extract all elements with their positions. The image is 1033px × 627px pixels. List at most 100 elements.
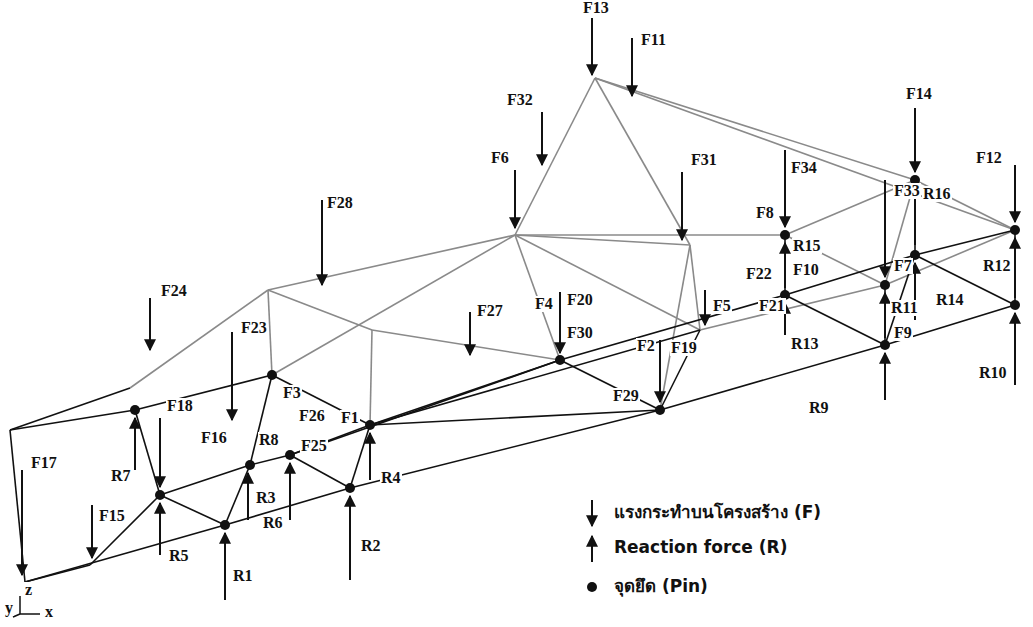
force-label: F4 [534, 296, 554, 312]
force-label: F24 [160, 283, 188, 299]
lower-frame-members [560, 360, 660, 410]
force-label: F11 [640, 32, 667, 48]
force-label: F20 [566, 292, 594, 308]
force-label: R9 [808, 400, 830, 416]
pin-joints [1010, 225, 1020, 235]
force-arrows [704, 290, 706, 325]
force-arrows [321, 200, 323, 285]
lower-frame-members [135, 375, 272, 410]
upper-frame-members [700, 285, 885, 330]
pin-joints [655, 405, 665, 415]
axis-triad [19, 596, 21, 614]
force-label: z [24, 582, 33, 598]
lower-frame-members [290, 455, 350, 488]
reaction-arrows [1014, 313, 1016, 385]
force-label: R6 [262, 515, 284, 531]
force-label: R14 [935, 292, 965, 308]
upper-frame-members [268, 235, 515, 290]
lower-frame-members [225, 488, 350, 525]
pin-joints [780, 230, 790, 240]
force-label: F28 [326, 195, 354, 211]
reaction-arrows [349, 496, 351, 580]
force-label: x [44, 604, 54, 620]
legend-symbols [587, 500, 597, 592]
pin-joints [245, 460, 255, 470]
lower-frame-members [10, 388, 130, 430]
pin-joints [220, 520, 230, 530]
force-label: F25 [300, 438, 328, 454]
force-arrows [469, 312, 471, 355]
force-arrows [681, 172, 683, 240]
force-label: F27 [476, 303, 504, 319]
pin-joints [365, 420, 375, 430]
lower-frame-members [290, 425, 370, 455]
force-label: F30 [566, 325, 594, 341]
legend-text: Reaction force (R) [612, 537, 789, 557]
force-arrows [659, 340, 661, 402]
force-label: R1 [232, 568, 254, 584]
force-label: R4 [380, 470, 402, 486]
force-label: F19 [670, 340, 698, 356]
legend-symbols [587, 582, 597, 592]
pin-joints [285, 450, 295, 460]
force-label: R2 [360, 538, 382, 554]
reaction-arrows [784, 243, 786, 288]
lower-frame-members [250, 375, 272, 465]
force-arrows [159, 418, 161, 487]
force-label: F33 [893, 183, 921, 199]
lower-frame-members [250, 455, 290, 465]
force-label: F26 [298, 408, 326, 424]
upper-frame-members [515, 235, 690, 245]
force-arrows [591, 18, 593, 75]
force-label: F12 [975, 150, 1003, 166]
force-arrows [541, 112, 543, 165]
force-arrows [631, 38, 633, 96]
lower-frame-members [90, 495, 160, 565]
force-label: R7 [110, 468, 132, 484]
lower-frame-members [884, 285, 886, 345]
reaction-arrows [1014, 238, 1016, 298]
force-label: R5 [168, 548, 190, 564]
lower-frame-members [160, 495, 225, 525]
reaction-arrows [135, 188, 1015, 600]
upper-frame-members [515, 235, 700, 330]
pin-joints [130, 175, 1020, 530]
axis-triad [13, 614, 20, 617]
upper-frame-members [515, 234, 785, 236]
reaction-arrows [159, 503, 161, 555]
force-label: R3 [255, 490, 277, 506]
force-arrows [21, 470, 23, 575]
force-label: F8 [755, 205, 775, 221]
lower-frame-members [272, 375, 370, 425]
force-label: F18 [166, 398, 194, 414]
reaction-arrows [884, 353, 886, 400]
reaction-arrows [224, 533, 226, 600]
force-label: F23 [240, 320, 268, 336]
lower-frame-members [915, 255, 1015, 305]
force-arrows [514, 170, 516, 228]
lower-frame-members [785, 255, 915, 295]
lower-frame-members [135, 410, 160, 495]
upper-frame-members [785, 235, 885, 285]
lower-frame-members [370, 360, 560, 425]
reaction-arrows [369, 433, 371, 480]
upper-frame-members [268, 290, 372, 330]
lower-frame-members [290, 360, 560, 455]
upper-frame-members [130, 290, 268, 388]
force-label: F31 [690, 152, 718, 168]
force-label: F16 [200, 430, 228, 446]
force-label: F7 [893, 258, 913, 274]
reaction-arrows [884, 293, 886, 338]
pin-joints [1010, 300, 1020, 310]
force-label: F3 [282, 385, 302, 401]
lower-frame-members [350, 425, 370, 488]
legend-text: จุดยึด (Pin) [612, 576, 710, 596]
force-label: F17 [30, 455, 58, 471]
lower-frame-members [225, 465, 250, 525]
lower-frame-members [660, 330, 700, 410]
reaction-arrows [247, 473, 249, 520]
pin-joints [880, 280, 890, 290]
force-label: F14 [905, 86, 933, 102]
lower-frame-members [25, 525, 225, 582]
